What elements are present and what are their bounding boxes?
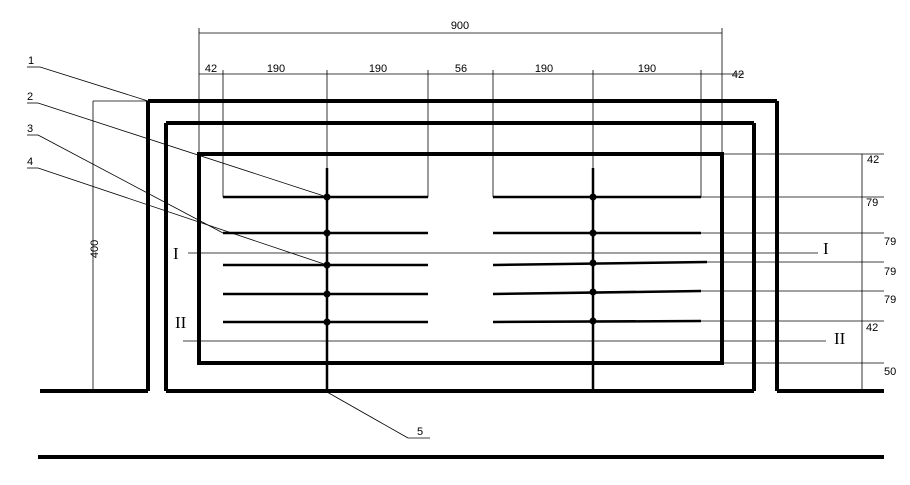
- dimension-overall-width: 900: [451, 20, 469, 32]
- junction-dots: [323, 193, 597, 326]
- right-bars: [492, 195, 708, 324]
- callout-3: 3: [27, 123, 33, 135]
- dimension-seg-5: 190: [535, 63, 553, 75]
- dimension-seg-4: 56: [455, 63, 467, 75]
- dimension-seg-3: 190: [369, 63, 387, 75]
- section-mark-i-left: I: [173, 244, 179, 263]
- dimension-seg-1: 42: [205, 63, 217, 75]
- callout-4: 4: [27, 156, 33, 168]
- dimension-right-7: 50: [884, 366, 896, 378]
- callout-leaders: [27, 66, 430, 439]
- top-dimension-lines: [198, 28, 744, 197]
- dimension-right-2: 79: [866, 197, 878, 209]
- dimension-right-6: 42: [866, 322, 878, 334]
- callout-1: 1: [28, 55, 34, 67]
- right-dimension-lines: [701, 153, 884, 391]
- section-mark-ii-right: II: [834, 329, 846, 348]
- dimension-right-3: 79: [884, 236, 896, 248]
- dimension-seg-2: 190: [267, 63, 285, 75]
- section-mark-ii-left: II: [175, 313, 187, 332]
- dimension-right-1: 42: [867, 154, 879, 166]
- left-bars: [223, 195, 428, 324]
- callout-2: 2: [27, 91, 33, 103]
- dimension-right-4: 79: [884, 266, 896, 278]
- dimension-seg-6: 190: [638, 63, 656, 75]
- middle-frame: [164, 121, 756, 393]
- dimension-right-5: 79: [884, 294, 896, 306]
- inner-frame: [197, 152, 724, 365]
- dimension-seg-7: 42: [732, 69, 744, 81]
- dimension-height: 400: [89, 240, 101, 258]
- section-mark-i-right: I: [823, 239, 829, 258]
- outer-frame: [40, 99, 884, 393]
- callout-5: 5: [417, 426, 423, 438]
- height-dimension-lines: [92, 100, 148, 391]
